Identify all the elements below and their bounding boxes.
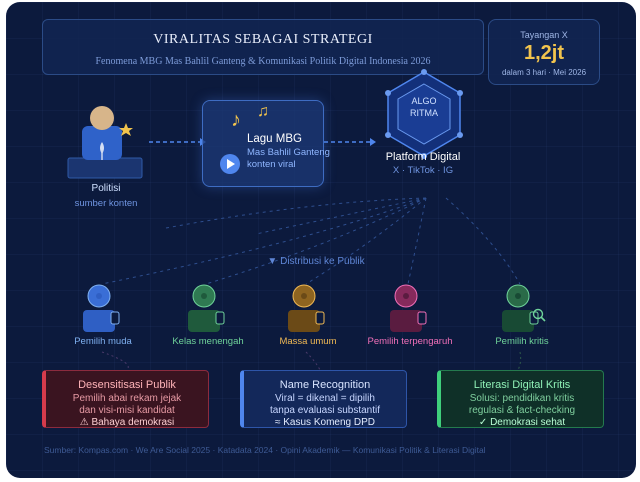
- card-note: ≈ Kasus Komeng DPD: [275, 417, 375, 428]
- podium-icon: [67, 157, 143, 179]
- tie-icon: [100, 142, 104, 154]
- voter-figure-icon: [83, 284, 120, 332]
- voter-figure-icon: [502, 284, 546, 332]
- voter-label: Pemilih terpengaruh: [367, 336, 453, 347]
- card-line2: dan visi-misi kandidat: [79, 405, 175, 416]
- fanout-curve: [255, 197, 427, 235]
- header-box: VIRALITAS SEBAGAI STRATEGI Fenomena MBG …: [42, 19, 484, 75]
- card-title: Name Recognition: [279, 379, 371, 391]
- card-success: ✓ Demokrasi sehat: [478, 417, 566, 428]
- distribution-label: ▼ Distribusi ke Publik: [267, 256, 365, 267]
- card-line2: tanpa evaluasi substantif: [269, 405, 381, 416]
- music-note-icon-2: ♫: [257, 103, 269, 120]
- song-line2: konten viral: [247, 159, 296, 170]
- card-line1: Pemilih abai rekam jejak: [72, 393, 182, 404]
- arrow-head: [370, 138, 376, 146]
- views-label: Tayangan X: [520, 30, 568, 40]
- voter-figure-icon: [288, 284, 325, 332]
- voter-to-card-line: [305, 351, 321, 371]
- voter-label: Massa umum: [279, 336, 337, 347]
- fanout-to-voter-3: [305, 197, 427, 285]
- views-period: dalam 3 hari · Mei 2026: [501, 68, 587, 77]
- card-warning: ⚠ Bahaya demokrasi: [79, 417, 175, 428]
- card-desensitization: Desensitisasi Publik Pemilih abai rekam …: [42, 370, 209, 428]
- music-note-icon: ♪: [231, 109, 241, 131]
- fanout-to-voter-4: [407, 197, 427, 285]
- politician-head: [90, 106, 114, 130]
- voter-to-card-line: [517, 351, 522, 371]
- politician-icon: [67, 106, 143, 179]
- fanout-to-voter-5: [445, 197, 521, 285]
- diagram-panel: VIRALITAS SEBAGAI STRATEGI Fenomena MBG …: [6, 2, 636, 478]
- algo-line1: ALGO: [411, 96, 437, 106]
- card-line1: Viral = dikenal = dipilih: [275, 393, 375, 404]
- voter-label: Pemilih kritis: [495, 336, 549, 347]
- card-line2: regulasi & fact-checking: [468, 405, 576, 416]
- play-icon: [220, 154, 240, 174]
- platform-subtitle: X · TikTok · IG: [392, 165, 454, 176]
- card-line1: Solusi: pendidikan kritis: [469, 393, 575, 404]
- source-footer: Sumber: Kompas.com · We Are Social 2025 …: [44, 445, 486, 455]
- views-value: 1,2jt: [523, 42, 565, 64]
- card-title: Literasi Digital Kritis: [473, 379, 571, 391]
- song-box: ♪ ♫ Lagu MBG Mas Bahlil Ganteng konten v…: [202, 100, 330, 187]
- voter-figure-icon: [390, 284, 427, 332]
- card-title: Desensitisasi Publik: [78, 379, 176, 391]
- song-line1: Mas Bahlil Ganteng: [247, 147, 330, 158]
- politician-title: Politisi: [91, 183, 121, 194]
- algorithm-hexagon-icon: [385, 69, 463, 159]
- song-title: Lagu MBG: [247, 133, 302, 145]
- voter-figure-icon: [188, 284, 225, 332]
- page-subtitle: Fenomena MBG Mas Bahlil Ganteng & Komuni…: [95, 56, 431, 67]
- star-icon: [119, 123, 133, 136]
- fanout-to-voter-1: [101, 197, 427, 285]
- connector-lines: [101, 138, 522, 371]
- card-name-recognition: Name Recognition Viral = dikenal = dipil…: [240, 370, 407, 428]
- voter-to-card-line: [101, 351, 129, 371]
- page-title: VIRALITAS SEBAGAI STRATEGI: [153, 32, 373, 47]
- views-badge: Tayangan X 1,2jt dalam 3 hari · Mei 2026: [488, 19, 600, 85]
- voter-label: Kelas menengah: [172, 336, 244, 347]
- algo-line2: RITMA: [410, 108, 438, 118]
- fanout-to-voter-2: [205, 197, 427, 285]
- politician-subtitle: sumber konten: [74, 198, 138, 209]
- card-digital-literacy: Literasi Digital Kritis Solusi: pendidik…: [437, 370, 604, 428]
- voter-label: Pemilih muda: [74, 336, 132, 347]
- platform-title: Platform Digital: [385, 151, 461, 163]
- fanout-curve: [165, 197, 427, 229]
